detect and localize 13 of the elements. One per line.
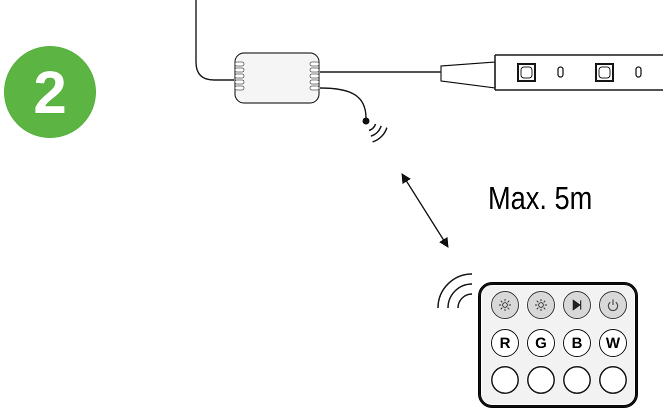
remote-button: W (599, 329, 627, 357)
controller-box (234, 52, 320, 104)
led-strip (440, 54, 663, 91)
remote-button: G (527, 329, 555, 357)
remote-button: R (491, 329, 519, 357)
distance-label: Max. 5m (488, 180, 592, 217)
double-arrow (401, 173, 449, 248)
remote-button: B (563, 329, 591, 357)
remote-control (478, 282, 638, 408)
cable (320, 71, 441, 73)
cable (320, 87, 367, 118)
cable (195, 0, 234, 81)
step-number-badge: 2 (4, 46, 96, 138)
